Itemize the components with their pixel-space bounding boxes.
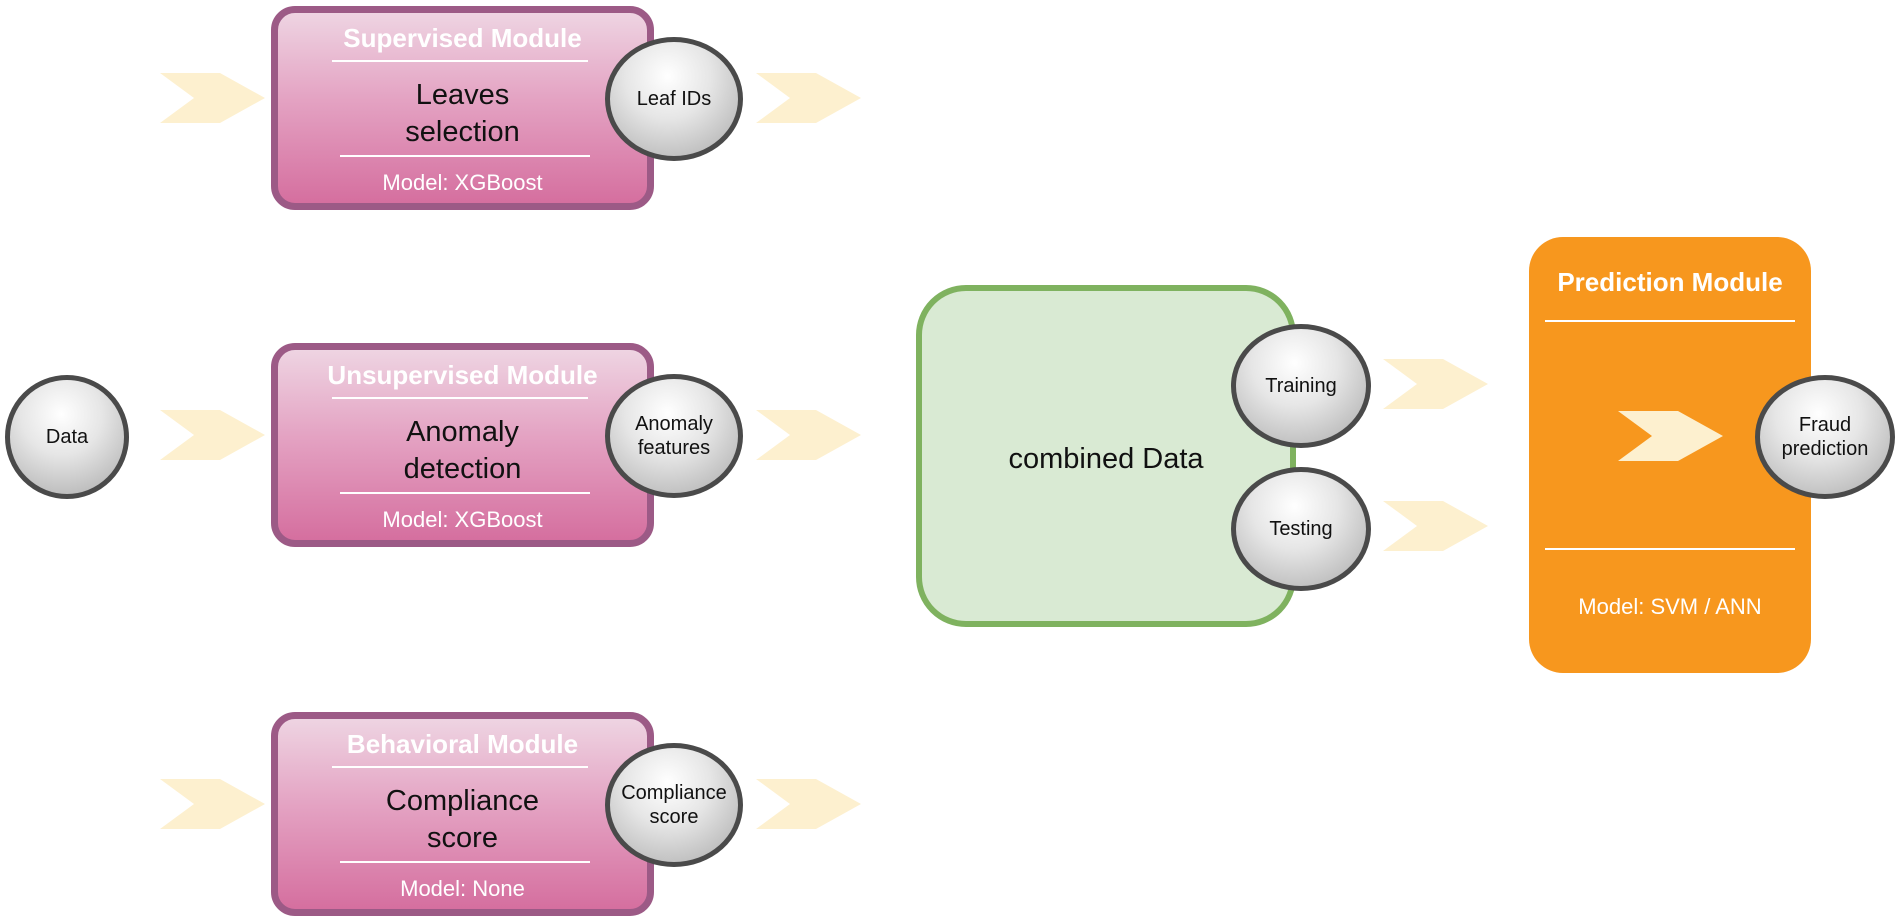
anomaly-features-label: Anomaly xyxy=(635,413,713,435)
testing-node: Testing xyxy=(1231,467,1371,591)
divider xyxy=(1545,548,1795,550)
flow-arrow-icon xyxy=(756,410,861,460)
divider xyxy=(340,492,590,494)
supervised-body-line: selection xyxy=(405,116,520,148)
behavioral-body-line: Compliance xyxy=(385,785,540,817)
compliance-score-label: Compliance xyxy=(621,782,727,804)
divider xyxy=(332,766,588,768)
unsupervised-body-line: detection xyxy=(403,453,522,485)
fraud-prediction-label: prediction xyxy=(1781,438,1869,460)
leaf-ids-label: Leaf IDs xyxy=(636,88,712,110)
flow-arrow-icon xyxy=(1383,501,1488,551)
data-input-label: Data xyxy=(45,426,89,448)
divider xyxy=(332,60,588,62)
anomaly-features-label: features xyxy=(637,437,711,459)
behavioral-module-model: Model: None xyxy=(400,876,525,901)
data-input-node: Data xyxy=(5,375,129,499)
supervised-module-title: Supervised Module xyxy=(343,23,582,53)
flow-arrow-icon xyxy=(1618,411,1723,461)
supervised-module: Supervised Module Leaves selection Model… xyxy=(271,6,654,210)
supervised-module-body: Leaves selection xyxy=(278,77,647,151)
testing-label: Testing xyxy=(1269,518,1333,540)
anomaly-features-output-node: Anomaly features xyxy=(605,374,743,498)
fraud-prediction-output-node: Fraud prediction xyxy=(1755,375,1895,499)
divider xyxy=(1545,320,1795,322)
flow-arrow-icon xyxy=(1383,359,1488,409)
divider xyxy=(332,397,588,399)
unsupervised-module-title: Unsupervised Module xyxy=(327,360,598,390)
combined-data-label: combined Data xyxy=(1008,443,1204,475)
unsupervised-module-body: Anomaly detection xyxy=(278,414,647,488)
unsupervised-module-model: Model: XGBoost xyxy=(382,507,543,532)
compliance-score-label: score xyxy=(649,806,699,828)
fraud-prediction-label: Fraud xyxy=(1798,414,1852,436)
behavioral-body-line: score xyxy=(427,822,498,854)
behavioral-module-body: Compliance score xyxy=(278,783,647,857)
behavioral-module: Behavioral Module Compliance score Model… xyxy=(271,712,654,916)
combined-data-box: combined Data xyxy=(916,285,1296,627)
flow-arrow-icon xyxy=(756,73,861,123)
unsupervised-body-line: Anomaly xyxy=(406,416,519,448)
divider xyxy=(340,155,590,157)
divider xyxy=(340,861,590,863)
flow-arrow-icon xyxy=(160,410,265,460)
behavioral-module-title: Behavioral Module xyxy=(346,729,579,759)
compliance-score-output-node: Compliance score xyxy=(605,743,743,867)
training-node: Training xyxy=(1231,324,1371,448)
unsupervised-module: Unsupervised Module Anomaly detection Mo… xyxy=(271,343,654,547)
supervised-body-line: Leaves xyxy=(415,79,510,111)
flow-arrow-icon xyxy=(160,73,265,123)
prediction-module-model: Model: SVM / ANN xyxy=(1578,594,1762,619)
prediction-module-title: Prediction Module xyxy=(1557,267,1783,297)
leaf-ids-output-node: Leaf IDs xyxy=(605,37,743,161)
training-label: Training xyxy=(1265,375,1337,397)
supervised-module-model: Model: XGBoost xyxy=(382,170,543,195)
flow-arrow-icon xyxy=(756,779,861,829)
flow-arrow-icon xyxy=(160,779,265,829)
